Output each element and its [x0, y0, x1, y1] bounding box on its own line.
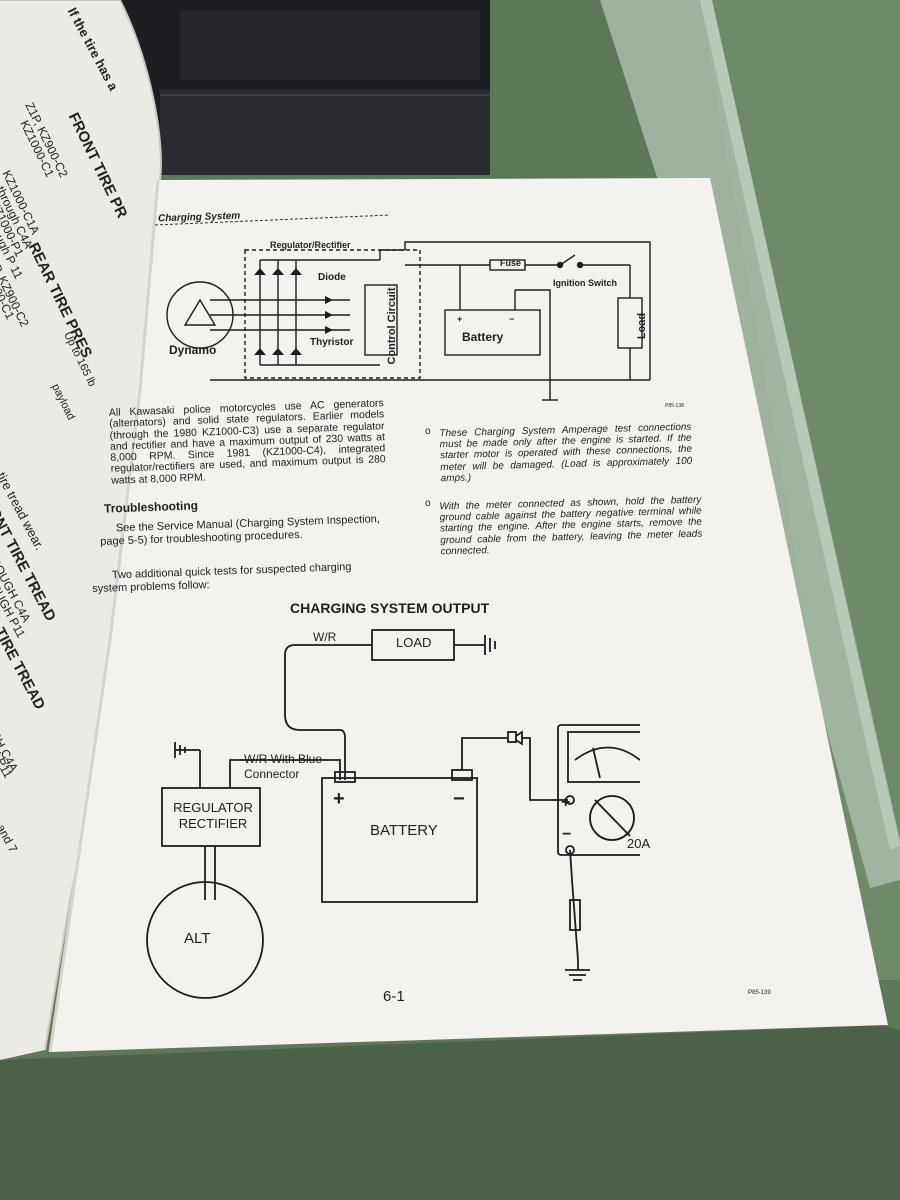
diagram-label-dynamo: Dynamo — [169, 343, 217, 357]
diagram-label-ignition-switch: Ignition Switch — [553, 278, 617, 288]
diagram-label-thyristor: Thyristor — [310, 337, 354, 348]
diagram-label-minus: − — [509, 314, 515, 324]
diagram-label-control-circuit: Control Circuit — [386, 287, 398, 365]
output-label-regulator-rectifier: REGULATOR RECTIFIER — [173, 800, 253, 831]
output-diagram-title: CHARGING SYSTEM OUTPUT — [290, 600, 490, 616]
output-label-meter-plus: + — [561, 794, 571, 811]
bullet-1-text: These Charging System Amperage test conn… — [439, 421, 693, 485]
bullet-2-text: With the meter connected as shown, hold … — [439, 494, 703, 558]
left-page — [0, 0, 161, 1060]
output-label-meter-range: 20A — [627, 836, 651, 851]
charging-system-output-diagram — [146, 629, 640, 999]
output-label-wr: W/R — [313, 630, 337, 644]
diagram-ref: P85-138 — [665, 403, 684, 409]
output-label-meter-minus: − — [562, 826, 572, 843]
output-label-wr-blue: W/R With Blue Connector — [244, 752, 323, 781]
intro-paragraph: All Kawasaki police motorcycles use AC g… — [108, 397, 386, 487]
bullet-marker-1: o — [425, 426, 431, 437]
bullet-marker-2: o — [425, 498, 431, 509]
page-number: 6-1 — [383, 988, 405, 1005]
diagram-label-load: Load — [636, 312, 648, 340]
output-label-battery-plus: + — [333, 788, 345, 810]
diagram-label-regulator-rectifier: Regulator/Rectifier — [270, 240, 351, 250]
figure-ref: P85-139 — [748, 990, 771, 996]
output-label-battery: BATTERY — [370, 822, 438, 839]
section-header-rule — [154, 214, 391, 226]
diagram-label-fuse: Fuse — [500, 258, 522, 268]
diagram-label-diode: Diode — [318, 272, 346, 283]
wiring-diagram — [166, 241, 651, 401]
output-label-load: LOAD — [396, 635, 432, 650]
diagram-label-plus: + — [457, 314, 463, 324]
diagram-label-battery: Battery — [462, 330, 504, 344]
output-label-alt: ALT — [184, 930, 211, 947]
output-label-battery-minus: − — [453, 788, 465, 810]
